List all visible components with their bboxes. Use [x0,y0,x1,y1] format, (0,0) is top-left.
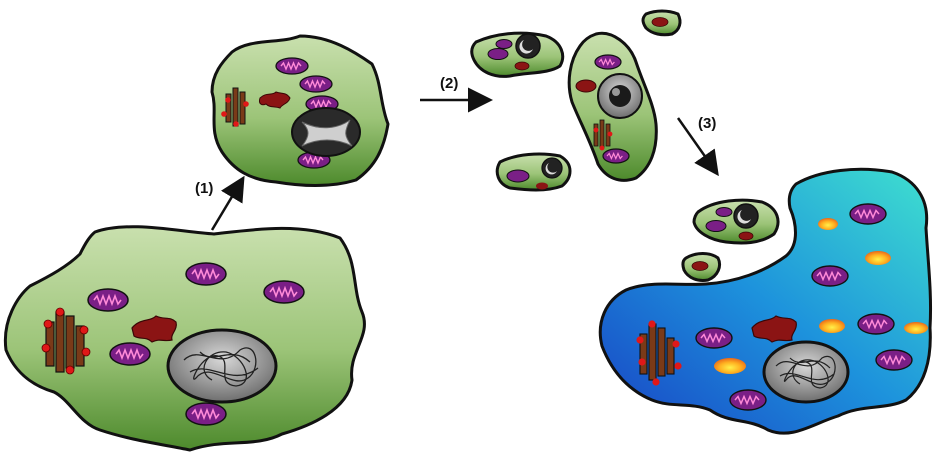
step-2-label: (2) [440,75,458,92]
lipid-droplet-icon [865,251,891,265]
mitochondrion-icon [488,49,508,60]
golgi-icon [576,80,596,92]
mitochondrion-icon [88,289,128,311]
nucleus-icon [516,34,540,58]
nucleus-icon [734,204,758,228]
step-3-label: (3) [698,115,716,132]
mitochondrion-icon [300,76,332,92]
mitochondrion-icon [876,350,912,370]
healthy-cell [5,227,364,450]
step-2-arrow: (2) [420,75,488,100]
mitochondrion-icon [496,40,512,49]
apoptotic-body [497,154,570,190]
lipid-droplet-icon [904,322,928,334]
mitochondrion-icon [812,266,848,286]
nucleus-icon [764,342,848,402]
mitochondrion-icon [186,403,226,425]
lipid-droplet-icon [818,218,838,230]
nucleus-icon [292,108,360,156]
mitochondrion-icon [186,263,226,285]
apoptotic-body [694,200,778,243]
nucleus-icon [598,74,642,118]
mitochondrion-icon [507,170,529,182]
mitochondrion-icon [730,390,766,410]
mitochondrion-icon [850,204,886,224]
mitochondrion-icon [110,343,150,365]
nucleus-icon [168,330,276,402]
arrow-icon [212,180,242,230]
lipid-droplet-icon [819,319,845,333]
endoplasmic-reticulum-icon [594,120,613,150]
mitochondrion-icon [706,221,726,232]
step-1-arrow: (1) [195,180,242,230]
mitochondrion-icon [858,314,894,334]
mitochondrion-icon [696,328,732,348]
shrinking-cell [212,36,388,186]
mitochondrion-icon [276,58,308,74]
mitochondrion-icon [603,149,629,163]
apoptotic-body [683,254,720,281]
mitochondrion-icon [595,55,621,69]
step-1-label: (1) [195,180,213,197]
step-3-arrow: (3) [678,115,716,172]
apoptotic-body [643,11,680,35]
mitochondrion-icon [264,281,304,303]
lipid-droplet-icon [714,358,746,374]
mitochondrion-icon [716,208,732,217]
nucleus-icon [542,158,562,178]
apoptotic-body [472,33,563,76]
apoptotic-body [569,33,656,180]
